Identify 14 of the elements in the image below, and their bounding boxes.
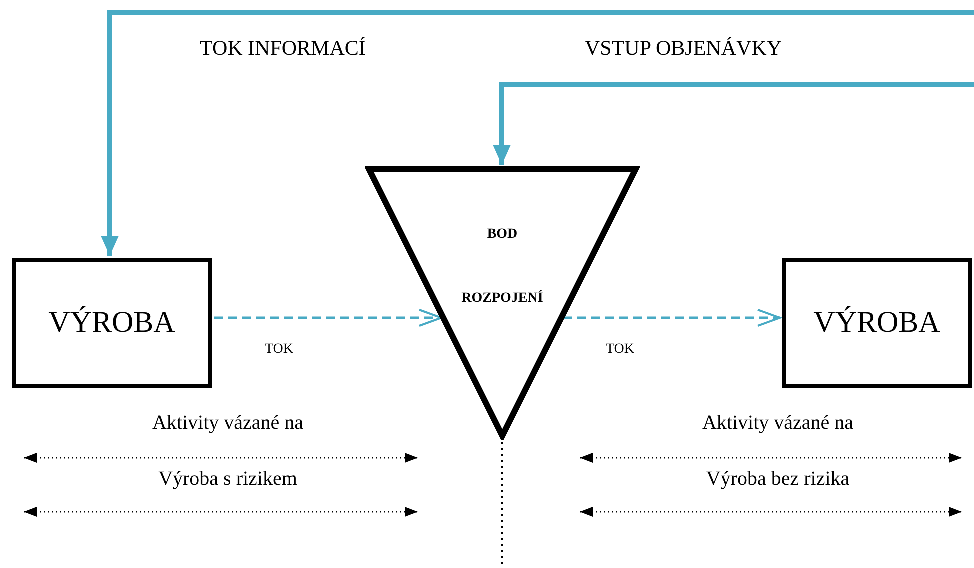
arrow xyxy=(493,82,974,165)
process-box xyxy=(782,258,972,388)
flow-arrow xyxy=(564,309,781,327)
note-text: Aktivity vázané na xyxy=(152,412,304,435)
decoupling-triangle xyxy=(365,165,640,440)
node-text: VÝROBA xyxy=(48,306,176,340)
node-text: VÝROBA xyxy=(814,306,940,340)
note-text: Výroba s rizikem xyxy=(158,468,298,491)
process-box xyxy=(12,258,212,388)
node-text: BOD ROZPOJENÍ xyxy=(460,226,544,308)
flow-arrow xyxy=(214,309,442,327)
note-text: Aktivity vázané na xyxy=(702,412,854,435)
note-text: Výroba bez rizika xyxy=(706,468,850,491)
arrow xyxy=(101,10,974,256)
